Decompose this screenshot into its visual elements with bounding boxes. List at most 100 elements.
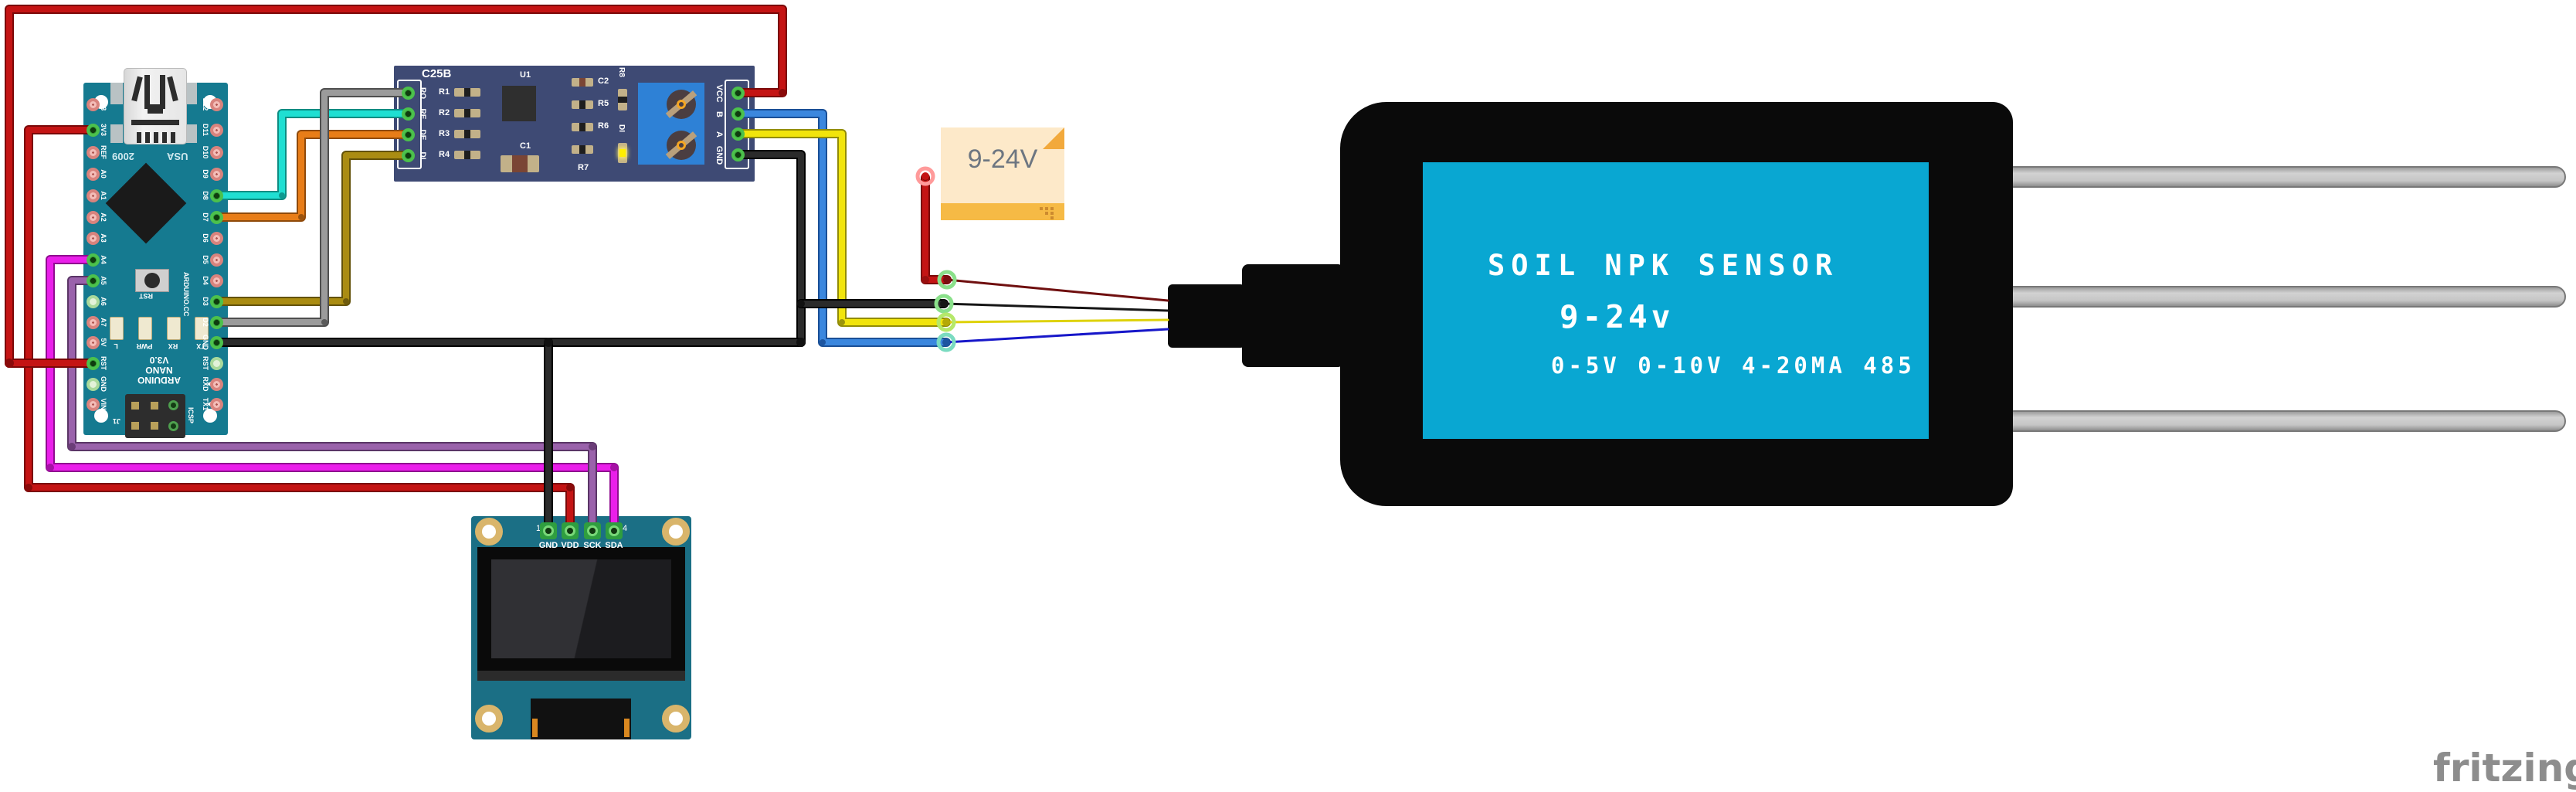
rs485-pad-B[interactable] (731, 107, 745, 121)
usb-year-label: 2009 (112, 151, 134, 162)
mounting-hole (203, 409, 217, 423)
wire-d3-to-di[interactable] (213, 152, 411, 304)
nano-pad-right-RST[interactable] (209, 356, 223, 370)
rs485-pad-RE[interactable] (401, 107, 415, 121)
nano-pad-left-3V3[interactable] (86, 123, 100, 137)
nano-pad-left-A4[interactable] (86, 253, 100, 267)
lead-sensor-power[interactable] (945, 278, 1169, 302)
wire-a-yellow[interactable] (735, 131, 949, 325)
resistor-r8 (618, 89, 627, 110)
rs485-pad-DE[interactable] (401, 127, 415, 141)
nano-pin-label-A1: A1 (100, 191, 107, 200)
nano-pad-left-D13[interactable] (86, 97, 100, 111)
arduino-brand-text: ARDUINO NANO V3.0 (137, 355, 181, 386)
sensor-title: SOIL NPK SENSOR (1488, 249, 1839, 282)
nano-pad-left-A6[interactable] (86, 294, 100, 308)
r6-label: R6 (598, 121, 609, 131)
reset-button[interactable] (135, 269, 169, 292)
nano-pin-label-D12: D12 (202, 97, 209, 111)
wire-b-blue[interactable] (735, 110, 949, 345)
fritzing-watermark: fritzing (2433, 746, 2576, 790)
oled-pad-VDD[interactable] (562, 522, 579, 539)
rs485-pin-label-A: A (714, 131, 724, 138)
usb-tab (185, 83, 197, 104)
nano-pad-right-RXD[interactable] (209, 377, 223, 391)
rs485-pad-DI[interactable] (401, 148, 415, 162)
nano-pad-right-D12[interactable] (209, 97, 223, 111)
wire-d2-to-ro-outline[interactable] (212, 88, 412, 327)
rs485-pad-A[interactable] (731, 127, 745, 141)
screw-terminal-block[interactable] (638, 83, 704, 165)
oled-pin-label-VDD: VDD (561, 541, 579, 550)
nano-pad-left-RST[interactable] (86, 356, 100, 370)
nano-pad-right-D3[interactable] (209, 294, 223, 308)
nano-pad-right-D5[interactable] (209, 253, 223, 267)
wire-d7-to-de[interactable] (213, 131, 411, 220)
oled-pad-SDA[interactable] (606, 522, 623, 539)
icsp-header[interactable] (125, 394, 185, 438)
mini-usb-connector[interactable] (124, 68, 187, 144)
wire-gnd-rs485-outline[interactable] (733, 150, 806, 347)
terminal-screw[interactable] (665, 131, 697, 160)
nano-pad-right-D7[interactable] (209, 210, 223, 224)
rs485-pad-GND[interactable] (731, 148, 745, 161)
rs485-pad-RO[interactable] (401, 86, 415, 100)
rs485-pad-VCC[interactable] (731, 86, 745, 100)
nano-pad-left-A7[interactable] (86, 315, 100, 329)
nano-pad-left-A2[interactable] (86, 210, 100, 224)
wire-d8-to-re[interactable] (213, 110, 411, 199)
nano-pad-right-TX1[interactable] (209, 397, 223, 411)
nano-pad-left-GND[interactable] (86, 377, 100, 391)
oled-pin-label-GND: GND (538, 541, 558, 550)
nano-pad-right-D2[interactable] (209, 315, 223, 329)
wire-d2-to-ro[interactable] (213, 90, 411, 325)
nano-pad-right-D10[interactable] (209, 145, 223, 159)
lead-sensor-b[interactable] (945, 328, 1169, 344)
nano-pad-right-GND[interactable] (209, 335, 223, 349)
resistor-r1 (454, 88, 480, 97)
di-led (618, 143, 627, 163)
nano-pad-left-VIN[interactable] (86, 397, 100, 411)
sensor-voltage: 9-24v (1560, 298, 1675, 335)
capacitor-c2 (572, 78, 593, 87)
nano-pad-left-REF[interactable] (86, 145, 100, 159)
nano-pad-right-D9[interactable] (209, 167, 223, 181)
resistor-r3 (454, 130, 480, 138)
power-note[interactable]: 9-24V (941, 127, 1064, 220)
usb-tab (110, 83, 123, 104)
nano-pin-label-D10: D10 (202, 145, 209, 159)
wire-gnd-rs485[interactable] (735, 151, 804, 345)
note-voltage-text: 9-24V (967, 144, 1038, 174)
nano-pad-right-D4[interactable] (209, 274, 223, 287)
nano-pin-label-D8: D8 (202, 191, 209, 200)
pin-frame (397, 80, 422, 169)
nano-pad-left-A0[interactable] (86, 167, 100, 181)
nano-pad-left-A3[interactable] (86, 231, 100, 245)
oled-pad-SCK[interactable] (584, 522, 601, 539)
nano-pad-right-D8[interactable] (209, 189, 223, 202)
rs485-pin-label-GND: GND (714, 145, 724, 165)
nano-pad-right-D6[interactable] (209, 231, 223, 245)
wire-d7-to-de-outline[interactable] (212, 130, 412, 222)
wire-d3-to-di-outline[interactable] (212, 151, 412, 306)
oled-pad-GND[interactable] (540, 522, 557, 539)
u1-label: U1 (520, 70, 531, 80)
nano-pin-label-D13: D13 (100, 97, 107, 111)
nano-pad-left-A1[interactable] (86, 189, 100, 202)
oled-screen-bezel (477, 547, 685, 671)
oled-display-board[interactable]: 1 4 (471, 516, 691, 739)
led-pwr (138, 317, 152, 340)
nano-pad-left-5V[interactable] (86, 335, 100, 349)
lead-sensor-a[interactable] (945, 318, 1169, 324)
led-label-L: L (114, 342, 118, 350)
r5-label: R5 (598, 99, 609, 108)
rs485-pin-label-DE: DE (418, 129, 427, 141)
wire-vcc-loop-red[interactable] (6, 6, 786, 366)
nano-pad-left-A5[interactable] (86, 274, 100, 287)
oled-pin-label-SDA: SDA (605, 541, 623, 550)
lead-sensor-gnd[interactable] (942, 302, 1169, 312)
nano-pad-right-D11[interactable] (209, 123, 223, 137)
capacitor-c1 (501, 155, 539, 172)
terminal-screw[interactable] (665, 90, 697, 119)
